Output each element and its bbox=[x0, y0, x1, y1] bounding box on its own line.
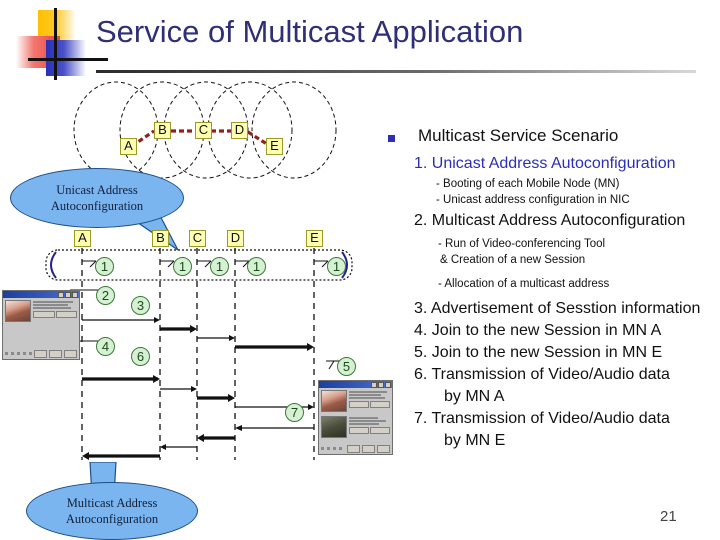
step-6-marker: 6 bbox=[131, 347, 150, 366]
callout-unicast-bubble: Unicast Address Autoconfiguration bbox=[10, 168, 184, 228]
video-panel-row-a bbox=[3, 298, 79, 324]
video-thumbnail-face bbox=[321, 390, 347, 412]
network-topology-diagram: A B C D E bbox=[58, 78, 358, 198]
video-conferencing-window-e[interactable] bbox=[318, 380, 393, 455]
footer-button-1-a[interactable] bbox=[34, 350, 47, 358]
step-1-node-d: 1 bbox=[247, 257, 266, 276]
slide-logo bbox=[8, 8, 108, 80]
callout-multicast-address: Multicast Address Autoconfiguration bbox=[18, 462, 208, 540]
lifeline-head-d: D bbox=[227, 230, 244, 247]
message-sequence-chart: A B C D E 1 1 1 1 1 2 3 4 6 5 7 bbox=[40, 228, 390, 478]
participant-meta-e2 bbox=[349, 416, 390, 438]
status-text-a bbox=[5, 352, 32, 355]
scenario-item-1: 1. Unicast Address Autoconfiguration bbox=[414, 155, 676, 172]
topology-node-c: C bbox=[195, 122, 212, 139]
video-thumbnail-scene bbox=[321, 416, 347, 438]
step-4-marker: 4 bbox=[96, 337, 115, 356]
scenario-item-6a: by MN A bbox=[444, 388, 505, 405]
topology-node-e: E bbox=[266, 138, 283, 155]
scenario-heading: Multicast Service Scenario bbox=[418, 126, 619, 145]
close-icon[interactable] bbox=[72, 291, 78, 298]
footer-button-2-a[interactable] bbox=[49, 350, 62, 358]
step-1-node-b: 1 bbox=[173, 257, 192, 276]
minimize-icon[interactable] bbox=[58, 291, 64, 298]
video-panel-row-e2 bbox=[319, 414, 392, 440]
callout-unicast-line2: Autoconfiguration bbox=[50, 199, 144, 213]
scenario-item-3: 3. Advertisement of Sesstion information bbox=[414, 300, 701, 317]
scenario-item-2a: - Run of Video-conferencing Tool bbox=[438, 238, 606, 250]
lifeline-head-c: C bbox=[189, 230, 206, 247]
video-button-e2[interactable] bbox=[370, 427, 390, 434]
scenario-item-4: 4. Join to the new Session in MN A bbox=[414, 322, 662, 339]
topology-node-d: D bbox=[231, 122, 248, 139]
window-footer-a bbox=[5, 350, 77, 358]
video-button-a[interactable] bbox=[55, 311, 77, 318]
scenario-item-2: 2. Multicast Address Autoconfiguration bbox=[414, 212, 686, 229]
footer-button-2-e[interactable] bbox=[362, 445, 375, 453]
lifeline-head-e: E bbox=[306, 230, 323, 247]
callout-unicast-line1: Unicast Address bbox=[56, 183, 138, 197]
lifeline-head-b: B bbox=[152, 230, 169, 247]
cross-horizontal-icon bbox=[28, 58, 108, 61]
step-5-marker: 5 bbox=[337, 357, 356, 376]
scenario-item-2b: & Creation of a new Session bbox=[440, 254, 586, 266]
video-thumbnail-face bbox=[5, 300, 31, 322]
callout-multicast-line1: Multicast Address bbox=[66, 496, 158, 510]
step-3-marker: 3 bbox=[131, 296, 150, 315]
topology-node-a: A bbox=[120, 138, 137, 155]
scenario-item-5: 5. Join to the new Session in MN E bbox=[414, 344, 663, 361]
mute-button-e2[interactable] bbox=[349, 427, 369, 434]
scenario-item-7a: by MN E bbox=[444, 432, 506, 449]
cross-vertical-icon bbox=[54, 8, 57, 80]
scenario-item-7: 7. Transmission of Video/Audio data bbox=[414, 410, 670, 427]
footer-button-3-e[interactable] bbox=[377, 445, 390, 453]
status-text-e bbox=[321, 447, 345, 450]
window-footer-e bbox=[321, 445, 390, 453]
step-7-marker: 7 bbox=[285, 403, 304, 422]
step-1-node-c: 1 bbox=[210, 257, 229, 276]
maximize-icon[interactable] bbox=[65, 291, 71, 298]
participant-meta-a bbox=[33, 300, 77, 322]
callout-multicast-bubble: Multicast Address Autoconfiguration bbox=[26, 482, 198, 540]
close-icon[interactable] bbox=[385, 381, 391, 388]
minimize-icon[interactable] bbox=[371, 381, 377, 388]
scenario-item-1a: - Booting of each Mobile Node (MN) bbox=[436, 178, 620, 190]
mute-button-e1[interactable] bbox=[349, 401, 369, 408]
scenario-item-6: 6. Transmission of Video/Audio data bbox=[414, 366, 670, 383]
step-1-node-e: 1 bbox=[327, 257, 346, 276]
scenario-item-1b: - Unicast address configuration in NIC bbox=[436, 194, 630, 206]
step-1-node-a: 1 bbox=[95, 257, 114, 276]
callout-multicast-line2: Autoconfiguration bbox=[65, 512, 159, 526]
video-panel-row-e1 bbox=[319, 388, 392, 414]
scenario-item-2c: - Allocation of a multicast address bbox=[438, 278, 610, 290]
slide-title: Service of Multicast Application bbox=[96, 14, 524, 49]
video-conferencing-window-a[interactable] bbox=[2, 290, 80, 360]
title-underline bbox=[96, 70, 696, 73]
maximize-icon[interactable] bbox=[378, 381, 384, 388]
lifeline-head-a: A bbox=[74, 230, 91, 247]
video-button-e1[interactable] bbox=[370, 401, 390, 408]
titlebar-a bbox=[3, 291, 79, 298]
topology-node-b: B bbox=[154, 122, 171, 139]
titlebar-e bbox=[319, 381, 392, 388]
footer-button-3-a[interactable] bbox=[64, 350, 77, 358]
page-number: 21 bbox=[660, 508, 677, 525]
participant-meta-e1 bbox=[349, 390, 390, 412]
footer-button-1-e[interactable] bbox=[347, 445, 360, 453]
mute-button-a[interactable] bbox=[33, 311, 55, 318]
bullet-square-icon bbox=[388, 135, 395, 142]
step-2-marker: 2 bbox=[96, 286, 115, 305]
